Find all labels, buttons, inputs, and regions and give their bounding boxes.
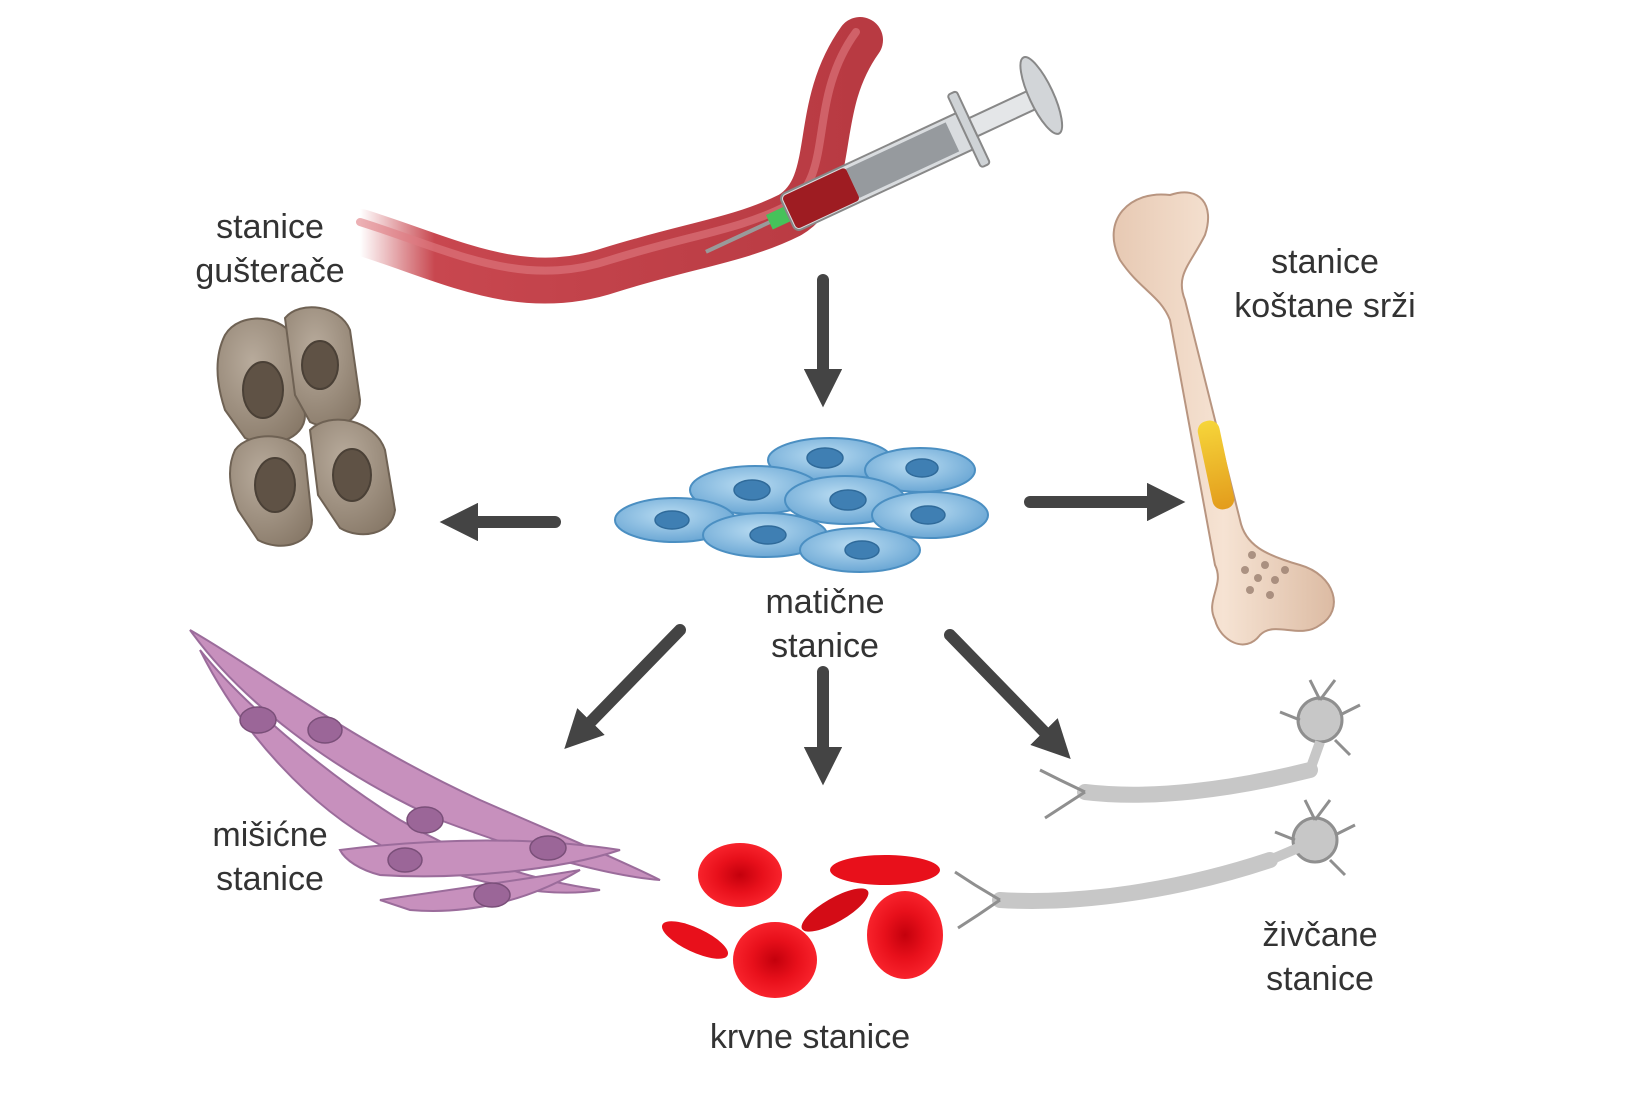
- label-muscle-line2: stanice: [216, 860, 324, 898]
- nerve-cells: [954, 679, 1361, 930]
- stem-cells: [614, 437, 989, 573]
- label-blood-line1: krvne stanice: [709, 1018, 911, 1056]
- bone: [1112, 191, 1335, 646]
- label-stem-line2: stanice: [771, 627, 879, 665]
- label-nerve-cells: živčane stanice: [1220, 913, 1420, 1001]
- label-bone-marrow-line1: stanice: [1271, 243, 1379, 281]
- label-muscle-line1: mišićne: [212, 816, 328, 854]
- label-blood-cells: krvne stanice: [660, 1015, 960, 1059]
- blood-vessel: [337, 17, 883, 304]
- label-nerve-line1: živčane: [1262, 916, 1378, 954]
- label-pancreas-line2: gušterače: [195, 252, 345, 290]
- label-bone-marrow-line2: koštane srži: [1234, 287, 1416, 325]
- pancreas-cells: [216, 306, 397, 547]
- arrows: [439, 274, 1186, 786]
- arrow-stem-to-nerve: [944, 629, 1071, 760]
- label-stem-line1: matične: [765, 583, 885, 621]
- label-nerve-line2: stanice: [1266, 960, 1374, 998]
- label-muscle-cells: mišićne stanice: [170, 813, 370, 901]
- muscle-cells: [189, 629, 661, 912]
- label-stem-cells: matične stanice: [720, 580, 930, 668]
- arrow-stem-to-muscle: [564, 624, 686, 750]
- label-bone-marrow-cells: stanice koštane srži: [1210, 240, 1440, 328]
- red-blood-cells: [661, 843, 943, 998]
- label-pancreas-line1: stanice: [216, 208, 324, 246]
- label-pancreas-cells: stanice gušterače: [170, 205, 370, 293]
- syringe: [705, 56, 1064, 254]
